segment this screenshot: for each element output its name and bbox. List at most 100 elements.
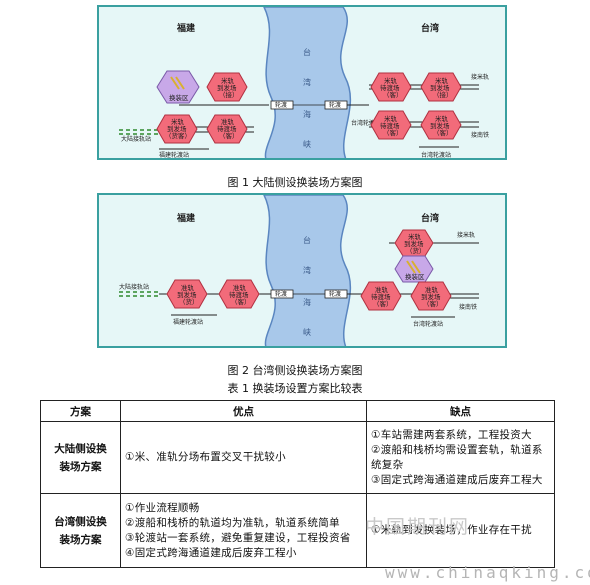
svg-text:（客）: （客）: [383, 128, 403, 137]
svg-text:准轨: 准轨: [375, 285, 389, 294]
box-text: （客）: [219, 131, 239, 140]
svg-text:米轨: 米轨: [435, 76, 449, 85]
zhun-arrival-yard-right-box: [410, 281, 452, 311]
strait-water: [263, 7, 352, 158]
svg-text:轮渡: 轮渡: [329, 101, 341, 109]
svg-text:轮渡: 轮渡: [275, 101, 287, 109]
box-text: 米轨: [171, 117, 185, 126]
zhun-waiting-yard-box: [206, 114, 248, 144]
pros-cell: ①作业流程顺畅 ②渡船和栈桥的轨道均为准轨，轨道系统简单 ③轮渡站一套系统，避免…: [120, 493, 367, 568]
connect-mi-rail-label: 接米轨: [457, 231, 475, 239]
box-text: （接）: [219, 90, 239, 99]
mi-waiting-yard-top-box: [370, 72, 412, 102]
comparison-table: 方案 优点 缺点 大陆侧设换 装场方案 ①米、准轨分场布置交叉干扰较小 ①车站需…: [40, 400, 555, 568]
svg-text:待渡场: 待渡场: [380, 83, 400, 92]
svg-text:到发场: 到发场: [430, 83, 450, 92]
svg-text:（接）: （接）: [433, 90, 453, 99]
strait-char-3: 海: [303, 297, 311, 307]
figure-1-caption: 图 1 大陆侧设换装场方案图: [227, 176, 363, 189]
svg-text:到发场: 到发场: [404, 239, 424, 248]
svg-text:到发场: 到发场: [421, 292, 441, 301]
strait-char-1: 台: [303, 47, 311, 57]
svg-text:准轨: 准轨: [425, 285, 439, 294]
strait-char-4: 峡: [303, 139, 311, 149]
svg-text:（货）: （货）: [179, 297, 199, 306]
table-row: 大陆侧设换 装场方案 ①米、准轨分场布置交叉干扰较小 ①车站需建两套系统，工程投…: [40, 421, 555, 494]
header-pros: 优点: [120, 400, 367, 422]
table-row: 台湾侧设换 装场方案 ①作业流程顺畅 ②渡船和栈桥的轨道均为准轨，轨道系统简单 …: [40, 493, 555, 568]
strait-water: [263, 195, 352, 346]
exchange-area-label: 换装区: [405, 272, 425, 281]
svg-text:米轨: 米轨: [384, 76, 398, 85]
strait-char-4: 峡: [303, 327, 311, 337]
figure-2: 台 湾 海 峡 福建 台湾 大陆接轨站 准轨 到发场 （货） 准轨 待渡场 （客…: [97, 193, 507, 348]
connect-south-rail-label: 接南铁: [459, 303, 477, 311]
figure-1-diagram: 台 湾 海 峡 福建 台湾 大陆接轨站 换装区 米轨 到发场 （接） 米轨 到发…: [119, 7, 489, 159]
svg-text:轮渡: 轮渡: [275, 290, 287, 298]
scheme-cell: 大陆侧设换 装场方案: [40, 421, 121, 494]
connect-south-rail-label: 接南铁: [471, 131, 489, 139]
mi-freight-yard-box: [156, 114, 198, 144]
zhun-waiting-yard-right-box: [360, 281, 402, 311]
box-text: 到发场: [167, 124, 187, 133]
taiwan-ferry-station-label: 台湾轮渡站: [421, 151, 451, 159]
header-scheme: 方案: [40, 400, 121, 422]
figure-2-diagram: 台 湾 海 峡 福建 台湾 大陆接轨站 准轨 到发场 （货） 准轨 待渡场 （客…: [119, 195, 479, 346]
mi-waiting-yard-bottom-box: [370, 110, 412, 140]
mi-arrival-yard-top-box: [420, 72, 462, 102]
mainland-track-label: 大陆接轨站: [121, 135, 151, 143]
mi-arrival-yard-box: [206, 72, 248, 102]
figure-2-caption: 图 2 台湾侧设换装场方案图: [227, 364, 363, 377]
svg-text:准轨: 准轨: [233, 283, 247, 292]
svg-text:（客）: （客）: [423, 299, 443, 308]
strait-char-2: 湾: [303, 77, 311, 87]
svg-text:米轨: 米轨: [435, 114, 449, 123]
strait-char-1: 台: [303, 235, 311, 245]
taiwan-ferry-station-label: 台湾轮渡站: [413, 320, 443, 328]
cons-cell: ①车站需建两套系统，工程投资大 ②渡船和栈桥均需设置套轨，轨道系 统复杂 ③固定…: [366, 421, 555, 494]
strait-char-3: 海: [303, 109, 311, 119]
svg-text:（客）: （客）: [373, 299, 393, 308]
region-label-fujian: 福建: [176, 22, 196, 34]
svg-text:轮渡: 轮渡: [329, 290, 341, 298]
mainland-track-label: 大陆接轨站: [119, 283, 149, 291]
watermark-url: www.chinaqking.com: [385, 563, 590, 582]
region-label-taiwan: 台湾: [421, 22, 439, 34]
watermark-cn: 中国期刊网: [365, 516, 471, 538]
cons-cell: ①米轨到发换装场，作业存在干扰: [366, 493, 555, 568]
svg-text:（货）: （货）: [406, 246, 426, 255]
region-label-taiwan: 台湾: [421, 212, 439, 224]
taiwan-ferry-station-mid-label: 台湾轮渡站: [351, 119, 381, 127]
fujian-ferry-station-label: 福建轮渡站: [159, 151, 189, 159]
svg-text:待渡场: 待渡场: [229, 290, 249, 299]
table-header-row: 方案 优点 缺点: [40, 400, 555, 422]
svg-text:米轨: 米轨: [408, 232, 422, 241]
box-text: 准轨: [221, 117, 235, 126]
header-cons: 缺点: [366, 400, 555, 422]
svg-text:（客）: （客）: [231, 297, 251, 306]
box-text: 待渡场: [217, 124, 237, 133]
box-text: （货客）: [165, 131, 191, 140]
svg-text:（客）: （客）: [383, 90, 403, 99]
region-label-fujian: 福建: [176, 212, 196, 224]
svg-text:准轨: 准轨: [181, 283, 195, 292]
svg-text:米轨: 米轨: [384, 114, 398, 123]
svg-text:（客）: （客）: [433, 128, 453, 137]
figure-1: 台 湾 海 峡 福建 台湾 大陆接轨站 换装区 米轨 到发场 （接） 米轨 到发…: [97, 5, 507, 160]
zhun-waiting-yard-box: [218, 279, 260, 309]
pros-cell: ①米、准轨分场布置交叉干扰较小: [120, 421, 367, 494]
exchange-area-box: [394, 255, 434, 283]
zhun-arrival-yard-box: [166, 279, 208, 309]
box-text: 到发场: [217, 83, 237, 92]
fujian-ferry-station-label: 福建轮渡站: [173, 318, 203, 326]
scheme-cell: 台湾侧设换 装场方案: [40, 493, 121, 568]
strait-char-2: 湾: [303, 265, 311, 275]
svg-text:待渡场: 待渡场: [380, 121, 400, 130]
box-text: 米轨: [221, 76, 235, 85]
svg-text:待渡场: 待渡场: [371, 292, 391, 301]
connect-mi-rail-label: 接米轨: [471, 73, 489, 81]
svg-text:到发场: 到发场: [430, 121, 450, 130]
table-title: 表 1 换装场设置方案比较表: [227, 382, 363, 395]
exchange-area-label: 换装区: [169, 93, 189, 102]
svg-text:到发场: 到发场: [177, 290, 197, 299]
